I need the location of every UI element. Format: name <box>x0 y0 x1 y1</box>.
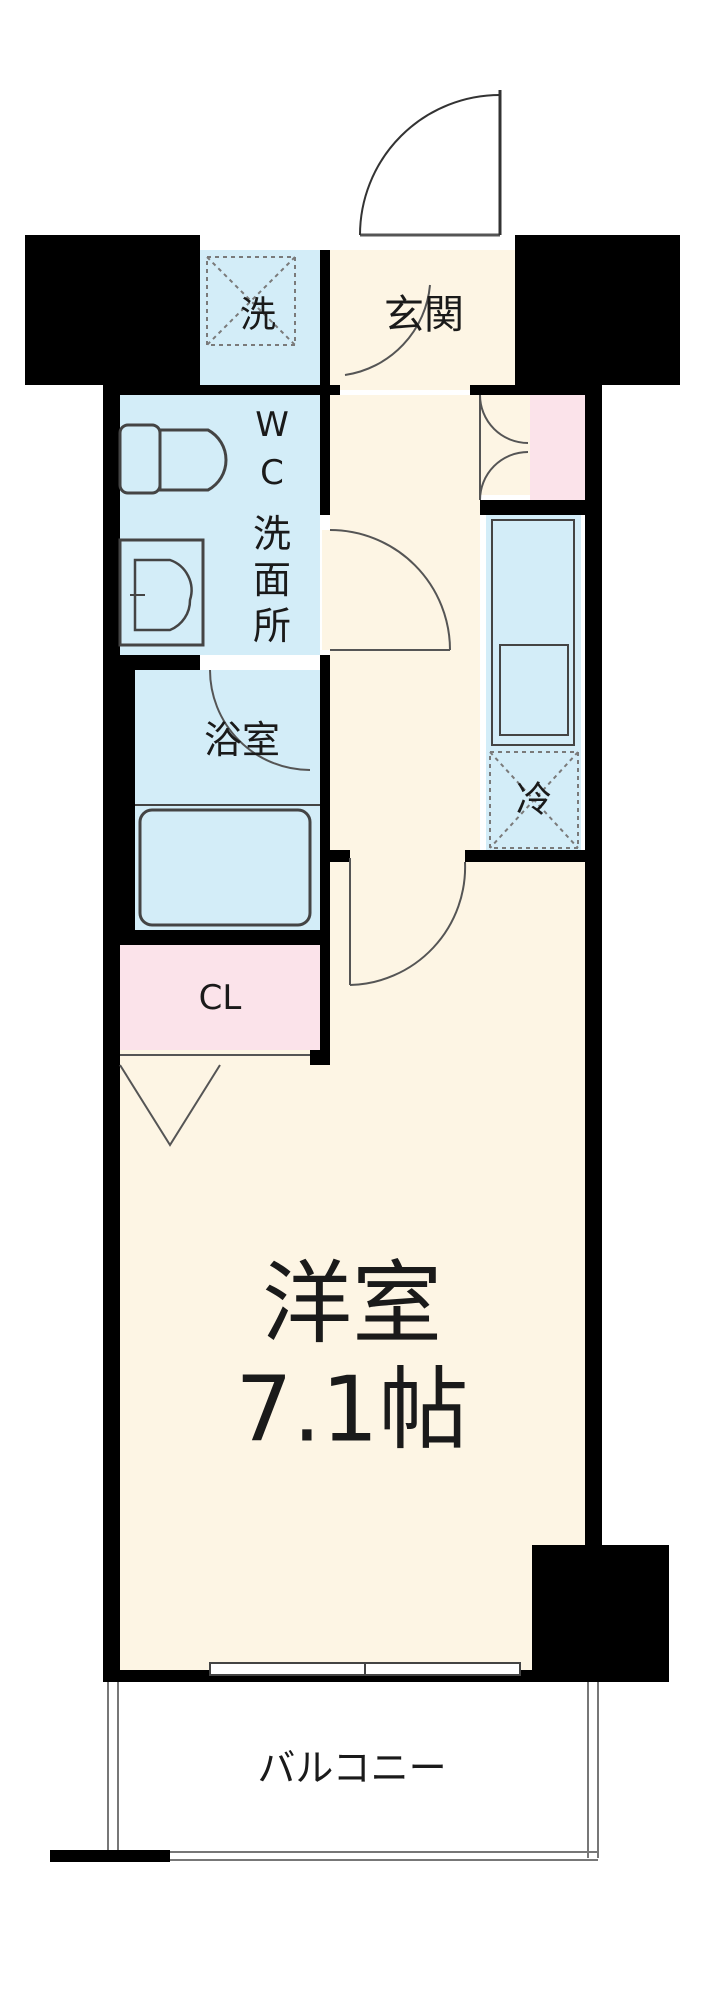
entrance-inner-door-swing <box>344 284 431 376</box>
wall-right <box>585 385 602 1680</box>
wall-entrance-bottom <box>120 385 340 395</box>
shoe-cabinet-doors <box>479 394 529 501</box>
entrance-door-swing <box>359 90 502 237</box>
laundry-area <box>200 250 325 385</box>
label-wc-5: 所 <box>253 604 291 648</box>
wall-wc-right <box>320 395 330 515</box>
wall-hallway-bottom-right <box>465 850 585 862</box>
wall-top-right <box>515 235 680 385</box>
label-closet: CL <box>199 978 242 1018</box>
kitchen-sink-icon <box>491 519 575 746</box>
wash-basin-icon <box>118 538 205 647</box>
label-western-room-name: 洋室 <box>262 1252 442 1357</box>
label-wc-4: 面 <box>253 558 291 602</box>
closet-doors <box>119 1054 310 1147</box>
wall-kitchen-top <box>480 500 585 515</box>
wc-door-swing <box>322 529 451 651</box>
laundry-pan <box>206 256 296 346</box>
room-door-swing <box>349 858 467 986</box>
wall-hallway-bottom-left <box>330 850 350 862</box>
wall-wc-bath-divider <box>120 655 200 670</box>
bathtub-icon <box>135 804 320 927</box>
wall-bath-bottom <box>120 930 320 945</box>
balcony-outline <box>50 1682 599 1862</box>
label-western-room-size: 7.1帖 <box>235 1358 468 1463</box>
wall-laundry-right <box>320 250 330 385</box>
label-entrance: 玄関 <box>384 292 464 338</box>
label-wc-2: C <box>260 453 284 493</box>
entrance-floor <box>330 250 515 390</box>
label-fridge: 冷 <box>516 780 552 821</box>
label-laundry: 洗 <box>240 295 276 336</box>
shoe-cabinet <box>530 395 585 500</box>
wall-entrance-bottom-right <box>470 385 585 395</box>
label-wc-3: 洗 <box>253 512 291 556</box>
hallway-floor <box>330 395 480 860</box>
wall-top-left <box>25 235 200 385</box>
bath-door-swing <box>209 669 311 771</box>
wall-wc-right-lower <box>320 655 330 1065</box>
wall-left <box>103 385 120 1680</box>
label-wc-1: W <box>255 405 289 445</box>
toilet-icon <box>118 423 228 495</box>
wall-bath-left <box>120 670 135 930</box>
wall-closet-bottom <box>310 1050 330 1065</box>
label-balcony: バルコニー <box>257 1746 446 1790</box>
balcony-window <box>209 1662 521 1676</box>
label-bath: 浴室 <box>204 718 280 762</box>
closet-area <box>120 945 320 1050</box>
fridge-space <box>489 751 579 849</box>
column-bottom-right <box>532 1545 669 1682</box>
